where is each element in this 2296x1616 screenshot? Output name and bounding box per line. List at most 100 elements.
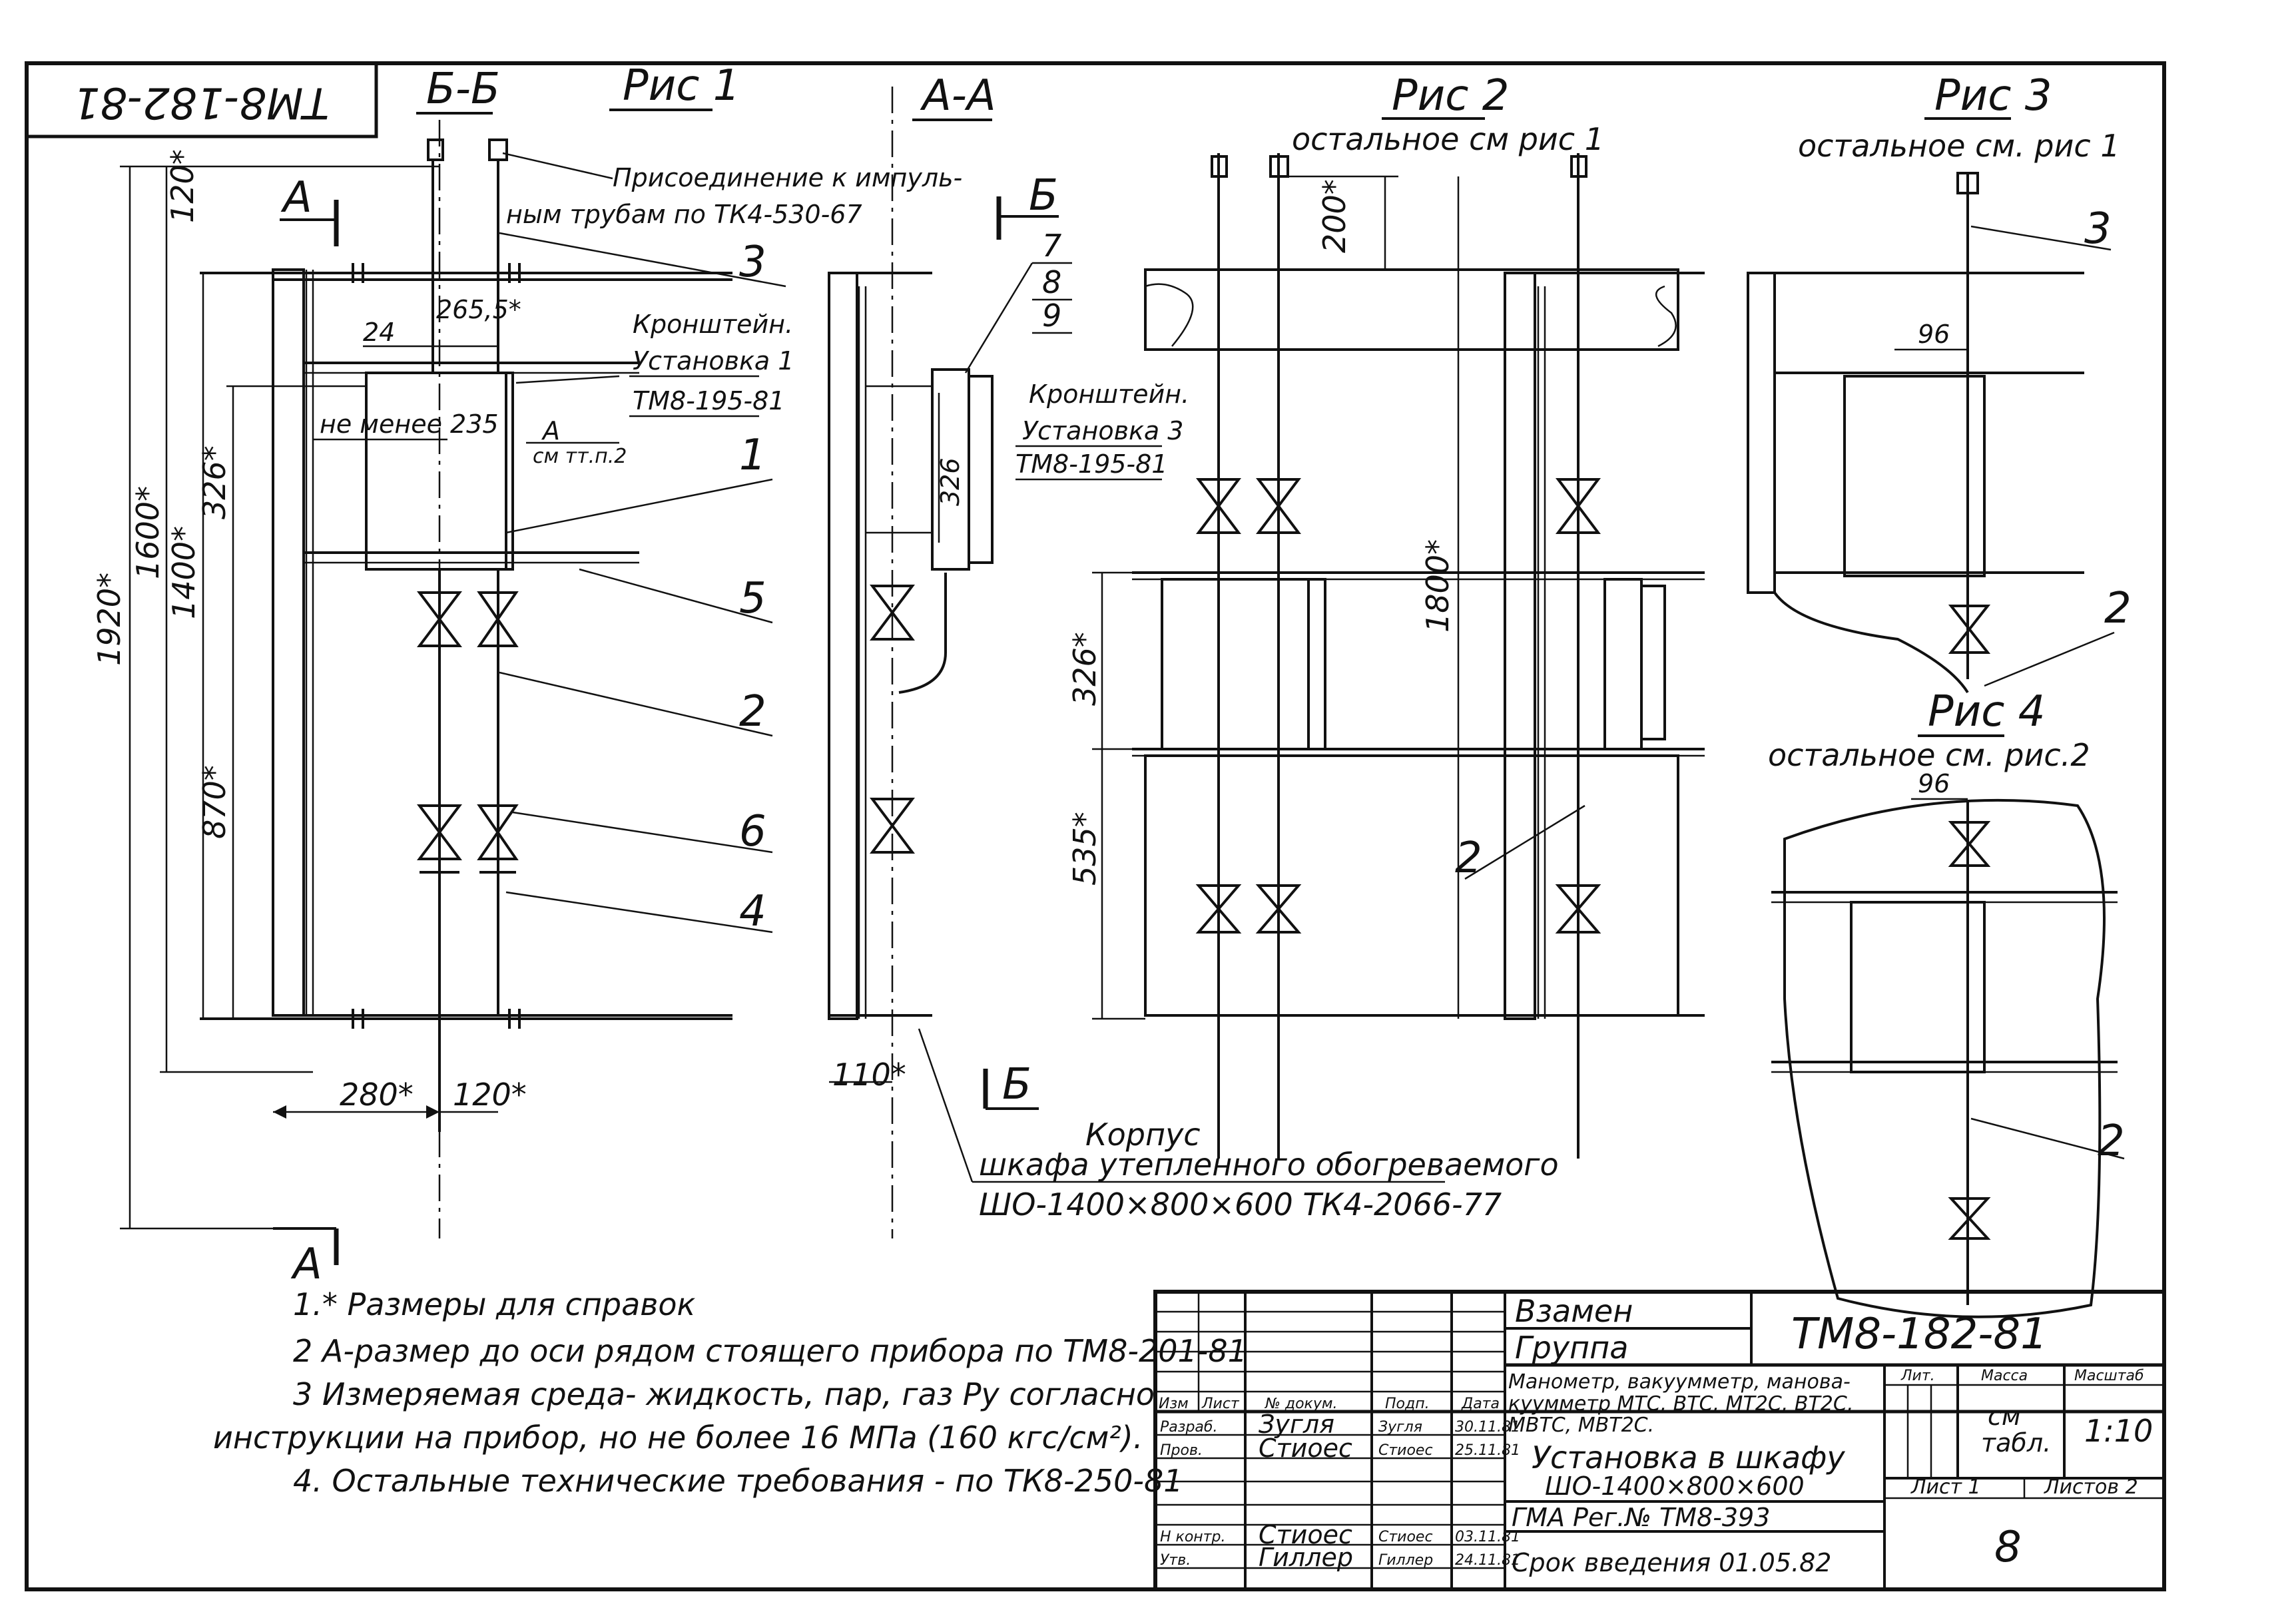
dim-96-fig3: 96 bbox=[1918, 320, 1950, 349]
section-a-marker-bottom: А bbox=[290, 1240, 322, 1289]
dim-280: 280* bbox=[340, 1077, 414, 1113]
sheet-frame bbox=[25, 61, 2166, 1591]
figure-2-side: 2 bbox=[1455, 153, 1705, 1159]
tb-desc-1: Манометр, вакуумметр, мановa- bbox=[1508, 1370, 1851, 1394]
section-b-marker-top: Б bbox=[1029, 171, 1058, 220]
fig2-rest-note: остальное см рис 1 bbox=[1292, 121, 1604, 157]
fig1-instrument-body bbox=[365, 372, 507, 571]
tb-lit-label: Лит. bbox=[1900, 1368, 1935, 1384]
fig3-instrument-body bbox=[1843, 375, 1986, 577]
dim-870: 870* bbox=[196, 765, 232, 839]
note-1: 1.* Размеры для справок bbox=[293, 1286, 696, 1322]
tb-date-approve: 24.11.81 bbox=[1455, 1552, 1520, 1569]
dim-120-vertical: 120* bbox=[164, 149, 200, 223]
tb-date-dev: 30.11.81 bbox=[1455, 1419, 1520, 1436]
tb-scale-label: Масштаб bbox=[2074, 1368, 2144, 1384]
fig4-rest-note: остальное см. рис.2 bbox=[1768, 737, 2090, 773]
tb-mass-value-2: табл. bbox=[1981, 1428, 2051, 1458]
dim-1800: 1800* bbox=[1420, 539, 1456, 633]
section-bb-label: Б-Б bbox=[426, 65, 500, 114]
a-ref-note: см тт.п.2 bbox=[533, 445, 627, 468]
tb-head-doc: № докум. bbox=[1265, 1396, 1337, 1412]
section-aa: А-А 326 7 8 9 Б Б 110* Кронштейн. Ус bbox=[828, 71, 1189, 1238]
tb-group: Группа bbox=[1515, 1330, 1628, 1366]
tb-name-dev: Зугля bbox=[1259, 1410, 1334, 1439]
dim-1920: 1920* bbox=[91, 573, 127, 666]
bracket1-line2: Установка 1 bbox=[633, 346, 794, 376]
tb-desc-3: МВТС, МВТ2С. bbox=[1508, 1414, 1654, 1437]
pos-7: 7 bbox=[1042, 228, 1061, 264]
tb-head-change: Изм bbox=[1159, 1396, 1189, 1412]
fig3-rest-note: остальное см. рис 1 bbox=[1798, 128, 2120, 164]
tb-mass-value-1: см bbox=[1988, 1402, 2021, 1431]
tb-date-check: 25.11.81 bbox=[1455, 1442, 1520, 1459]
note-2: 2 А-размер до оси рядом стоящего прибора… bbox=[293, 1333, 1247, 1369]
fig4-instrument-body bbox=[1850, 901, 1986, 1073]
pos-2-fig2: 2 bbox=[1455, 834, 1482, 883]
min-dist-label: не менее 235 bbox=[320, 409, 499, 439]
dim-265-5: 265,5* bbox=[436, 295, 521, 324]
pos-1-fig1: 1 bbox=[739, 431, 766, 480]
figure-4: Рис 4 остальное см. рис.2 96 2 bbox=[1768, 687, 2125, 1318]
case-line1: Корпус bbox=[1085, 1117, 1201, 1153]
pos-2-fig1: 2 bbox=[739, 687, 766, 736]
tb-sign-ncontrol: Стиоес bbox=[1378, 1529, 1433, 1545]
tb-sheet-number: 8 bbox=[1994, 1523, 2022, 1572]
a-ref-letter: А bbox=[541, 416, 560, 445]
dim-326-fig2: 326* bbox=[1067, 632, 1103, 706]
tb-desc-4: Установка в шкафу bbox=[1532, 1440, 1845, 1476]
tb-head-sign: Подп. bbox=[1385, 1396, 1430, 1412]
bracket3-line3: ТМ8-195-81 bbox=[1015, 449, 1167, 479]
rotated-code-box: ТМ8-182-81 bbox=[25, 61, 378, 138]
tb-scale-value: 1:10 bbox=[2084, 1413, 2153, 1449]
dim-110: 110* bbox=[832, 1057, 906, 1093]
fig4-label: Рис 4 bbox=[1928, 687, 2045, 736]
section-a-marker-top: А bbox=[280, 173, 312, 222]
bracket3-line2: Установка 3 bbox=[1022, 416, 1183, 445]
pos-8: 8 bbox=[1042, 264, 1061, 300]
case-line3: ШО-1400×800×600 ТК4-2066-77 bbox=[979, 1187, 1502, 1222]
fig2-instrument-body bbox=[1161, 578, 1310, 750]
pos-2-fig4: 2 bbox=[2098, 1117, 2125, 1166]
dim-120-horizontal: 120* bbox=[453, 1077, 527, 1113]
figure-2: Рис 2 остальное см рис 1 200* 1800* 326* bbox=[1067, 71, 1705, 1159]
tb-code: ТМ8-182-81 bbox=[1791, 1310, 2048, 1359]
fig3-label: Рис 3 bbox=[1934, 71, 2052, 121]
bracket1-line1: Кронштейн. bbox=[633, 310, 793, 339]
dim-1400: 1400* bbox=[166, 526, 202, 619]
tb-sign-check: Стиоес bbox=[1378, 1442, 1433, 1459]
connection-callout-line2: ным трубам по ТК4-530-67 bbox=[506, 200, 862, 229]
tb-name-approve: Гиллер bbox=[1259, 1543, 1353, 1572]
fig1-valves bbox=[417, 591, 519, 874]
tb-sheets-label: Листов 2 bbox=[2044, 1476, 2138, 1499]
general-notes: 1.* Размеры для справок 2 А-размер до ос… bbox=[213, 1286, 1247, 1499]
tb-role-check: Пров. bbox=[1160, 1442, 1203, 1459]
tb-desc-5: ШО-1400×800×600 bbox=[1545, 1472, 1805, 1501]
dim-326-fig1: 326* bbox=[196, 445, 232, 519]
note-3: 3 Измеряемая среда- жидкость, пар, газ Р… bbox=[293, 1376, 1155, 1412]
bracket1-line3: ТМ8-195-81 bbox=[633, 386, 784, 415]
pos-2-fig3: 2 bbox=[2104, 584, 2132, 633]
tb-sign-approve: Гиллер bbox=[1378, 1552, 1433, 1569]
tb-sheet-label: Лист 1 bbox=[1910, 1476, 1981, 1499]
fig1-label: Рис 1 bbox=[623, 61, 740, 111]
dim-24: 24 bbox=[363, 318, 395, 347]
fig1-left-wall bbox=[272, 268, 305, 1017]
case-callout: Корпус шкафа утепленного обогреваемого Ш… bbox=[918, 1028, 1559, 1222]
fig2-label: Рис 2 bbox=[1392, 71, 1509, 121]
pos-9: 9 bbox=[1042, 298, 1061, 334]
dim-1600: 1600* bbox=[130, 486, 166, 579]
tb-head-sheet: Лист bbox=[1201, 1396, 1240, 1412]
title-block: Изм Лист № докум. Подп. Дата Разраб. Зуг… bbox=[1153, 1290, 2166, 1591]
dim-200: 200* bbox=[1316, 179, 1352, 253]
tb-role-ncontrol: Н контр. bbox=[1160, 1529, 1225, 1545]
tb-role-approve: Утв. bbox=[1160, 1552, 1191, 1569]
dim-535: 535* bbox=[1067, 812, 1103, 886]
tb-intro-date: Срок введения 01.05.82 bbox=[1512, 1548, 1831, 1577]
fig2-side-instrument bbox=[1603, 578, 1643, 750]
dim-326-aa: 326 bbox=[936, 457, 965, 506]
tb-role-dev: Разраб. bbox=[1160, 1419, 1217, 1436]
tb-sign-dev: Зугля bbox=[1378, 1419, 1422, 1436]
